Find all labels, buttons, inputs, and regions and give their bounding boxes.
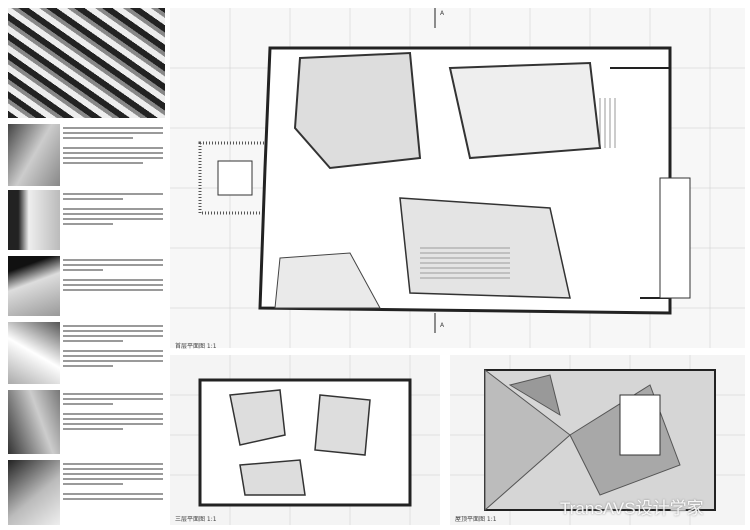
interior-view-4: [8, 322, 60, 384]
description-text-4: [63, 325, 163, 370]
section-marker-bottom: A: [440, 322, 445, 329]
interior-view-1: [8, 124, 60, 186]
main-plan-label: 首层平面图 1:1: [175, 343, 217, 350]
interior-view-5: [8, 390, 60, 454]
roof-plan: [450, 355, 745, 525]
roof-plan-label: 屋顶平面图 1:1: [455, 516, 497, 523]
description-text-5: [63, 393, 163, 433]
section-marker-top: A: [440, 10, 445, 17]
description-text-3: [63, 259, 163, 294]
description-text-1: [63, 127, 163, 167]
upper-plan-label: 三层平面图 1:1: [175, 516, 217, 523]
watermark: TransAVS设计学家: [560, 499, 704, 518]
interior-view-3: [8, 256, 60, 316]
interior-view-2: [8, 190, 60, 250]
description-text-6: [63, 463, 163, 503]
upper-floor-plan: [170, 355, 440, 525]
description-text-2: [63, 193, 163, 228]
interior-view-6: [8, 460, 60, 525]
main-floor-plan: [170, 8, 745, 348]
axonometric-image: [8, 8, 165, 118]
